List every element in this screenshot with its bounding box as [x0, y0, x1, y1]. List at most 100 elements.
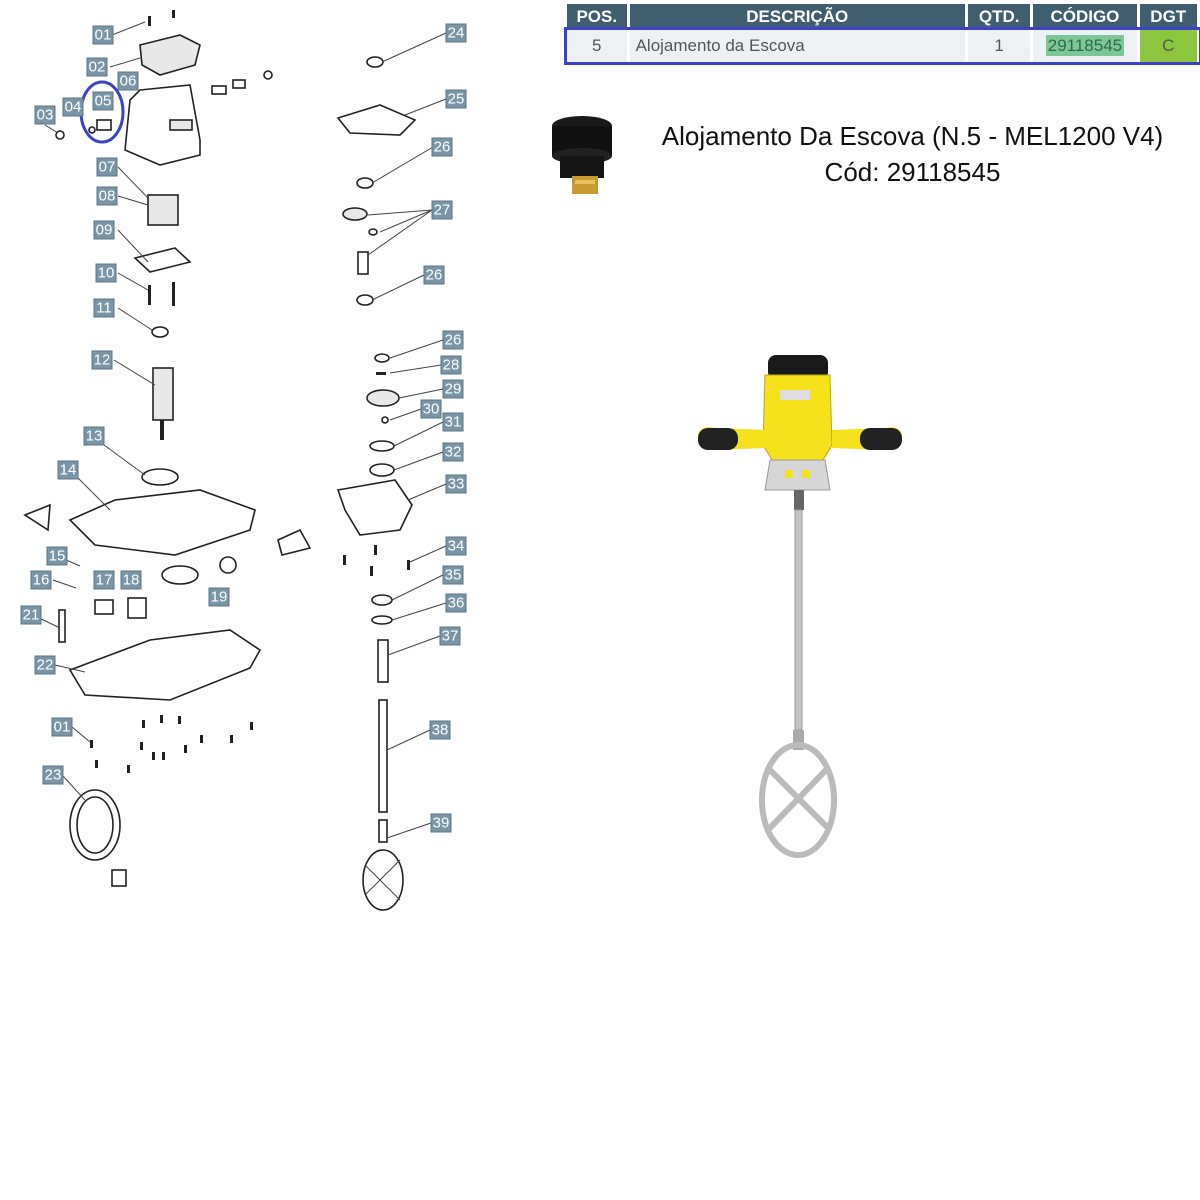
label-05: 05 — [92, 91, 114, 111]
label-32: 32 — [442, 442, 464, 462]
label-39: 39 — [430, 813, 452, 833]
svg-text:28: 28 — [443, 357, 460, 374]
svg-text:22: 22 — [37, 657, 54, 674]
svg-text:23: 23 — [45, 767, 62, 784]
svg-text:38: 38 — [432, 722, 449, 739]
label-17: 17 — [93, 570, 115, 590]
label-30: 30 — [420, 399, 442, 419]
label-03: 03 — [34, 105, 56, 125]
label-28: 28 — [440, 355, 462, 375]
part-title: Alojamento Da Escova (N.5 - MEL1200 V4) — [661, 121, 1164, 151]
label-26c: 26 — [442, 330, 464, 350]
part-code: Cód: 29118545 — [824, 157, 1001, 187]
cell-desc: Alojamento da Escova — [628, 30, 968, 62]
label-19: 19 — [208, 587, 230, 607]
svg-text:05: 05 — [95, 93, 112, 110]
label-38: 38 — [429, 720, 451, 740]
svg-text:19: 19 — [211, 589, 228, 606]
label-16: 16 — [30, 570, 52, 590]
label-26a: 26 — [431, 137, 453, 157]
part-info: Alojamento Da Escova (N.5 - MEL1200 V4) … — [620, 118, 1200, 190]
svg-text:33: 33 — [448, 476, 465, 493]
svg-text:26: 26 — [426, 267, 443, 284]
svg-text:37: 37 — [442, 628, 459, 645]
label-14: 14 — [57, 460, 79, 480]
label-31: 31 — [442, 412, 464, 432]
brush-housing-image — [552, 116, 612, 194]
svg-text:14: 14 — [60, 462, 77, 479]
svg-text:34: 34 — [448, 538, 465, 555]
svg-text:29: 29 — [445, 381, 462, 398]
label-09: 09 — [93, 220, 115, 240]
svg-text:32: 32 — [445, 444, 462, 461]
cell-codigo: 29118545 — [1031, 30, 1140, 62]
svg-text:01: 01 — [54, 719, 71, 736]
col-header-pos: POS. — [567, 4, 630, 30]
cell-dgt: C — [1138, 30, 1200, 62]
part-drawings — [23, 10, 417, 911]
svg-text:11: 11 — [96, 300, 112, 317]
svg-text:26: 26 — [434, 139, 451, 156]
svg-text:12: 12 — [94, 352, 111, 369]
label-23: 23 — [42, 765, 64, 785]
svg-text:04: 04 — [65, 99, 82, 116]
label-26b: 26 — [423, 265, 445, 285]
leader-lines — [32, 21, 447, 839]
svg-text:03: 03 — [37, 107, 54, 124]
label-02: 02 — [86, 57, 108, 77]
label-15: 15 — [46, 546, 68, 566]
svg-text:21: 21 — [23, 607, 40, 624]
svg-text:01: 01 — [95, 27, 112, 44]
svg-text:02: 02 — [89, 59, 106, 76]
svg-text:18: 18 — [123, 572, 140, 589]
label-21: 21 — [20, 605, 42, 625]
svg-text:26: 26 — [445, 332, 462, 349]
highlight-circle — [79, 80, 125, 144]
label-12: 12 — [91, 350, 113, 370]
svg-text:36: 36 — [448, 595, 465, 612]
label-35: 35 — [442, 565, 464, 585]
label-07: 07 — [96, 157, 118, 177]
svg-text:24: 24 — [448, 25, 465, 42]
svg-text:15: 15 — [49, 548, 66, 565]
svg-text:30: 30 — [423, 401, 440, 418]
label-08: 08 — [96, 186, 118, 206]
label-36: 36 — [445, 593, 467, 613]
mixer-product-image — [698, 355, 902, 858]
svg-text:17: 17 — [96, 572, 113, 589]
label-37: 37 — [439, 626, 461, 646]
code-highlight: 29118545 — [1045, 35, 1125, 56]
svg-text:09: 09 — [96, 222, 113, 239]
svg-text:25: 25 — [448, 91, 465, 108]
label-13: 13 — [83, 426, 105, 446]
table-row[interactable]: 5 Alojamento da Escova 1 29118545 C — [564, 27, 1200, 65]
label-10: 10 — [95, 263, 117, 283]
svg-text:27: 27 — [434, 202, 451, 219]
label-18: 18 — [120, 570, 142, 590]
cell-qtd: 1 — [966, 30, 1034, 62]
cell-pos: 5 — [567, 30, 630, 62]
exploded-diagram: 01 02 03 04 05 06 07 08 09 10 11 12 13 1… — [20, 10, 467, 911]
svg-text:13: 13 — [86, 428, 103, 445]
label-22: 22 — [34, 655, 56, 675]
label-01: 01 — [92, 25, 114, 45]
svg-text:10: 10 — [98, 265, 115, 282]
label-01b: 01 — [51, 717, 73, 737]
svg-text:16: 16 — [33, 572, 50, 589]
svg-text:08: 08 — [99, 188, 116, 205]
col-header-codigo: CÓDIGO — [1031, 4, 1140, 30]
svg-text:35: 35 — [445, 567, 462, 584]
label-27: 27 — [431, 200, 453, 220]
label-34: 34 — [445, 536, 467, 556]
parts-table: POS. DESCRIÇÃO QTD. CÓDIGO DGT 5 Alojame… — [564, 4, 1200, 65]
label-33: 33 — [445, 474, 467, 494]
table-header-row: POS. DESCRIÇÃO QTD. CÓDIGO DGT — [567, 4, 1200, 30]
svg-text:07: 07 — [99, 159, 116, 176]
svg-text:06: 06 — [120, 73, 137, 90]
label-25: 25 — [445, 89, 467, 109]
label-06: 06 — [117, 71, 139, 91]
label-24: 24 — [445, 23, 467, 43]
label-11: 11 — [93, 298, 115, 318]
col-header-qtd: QTD. — [966, 4, 1034, 30]
label-04: 04 — [62, 97, 84, 117]
